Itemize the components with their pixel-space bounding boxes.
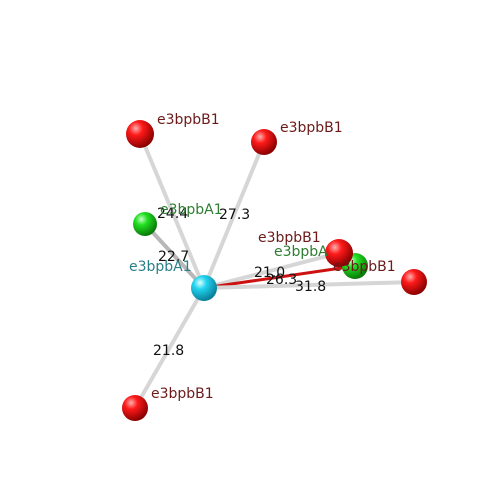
- atom-red-n6[interactable]: [401, 269, 427, 295]
- atom-label-n4: e3bpbB1: [258, 230, 321, 246]
- atom-label-n7: e3bpbB1: [151, 386, 214, 402]
- distance-label: 21.8: [153, 343, 184, 359]
- distance-labels: 24.4 27.3 22.7 21.0 26.3 31.8 21.8: [153, 206, 326, 359]
- bonds: [133, 133, 415, 409]
- distance-label: 21.0: [254, 265, 285, 281]
- atoms[interactable]: [122, 120, 427, 421]
- bond-n2: [202, 141, 266, 289]
- atom-red-n2[interactable]: [251, 129, 277, 155]
- atom-label-n5: e3bpbA: [274, 244, 328, 260]
- distance-label: 26.3: [266, 272, 297, 288]
- bond-n5: [203, 264, 356, 290]
- distance-label: 22.7: [158, 249, 189, 265]
- atom-red-n1[interactable]: [126, 120, 154, 148]
- atom-label-n2: e3bpbB1: [280, 120, 343, 136]
- bond-n7: [133, 287, 206, 409]
- atom-red-n7[interactable]: [122, 395, 148, 421]
- distance-label: 27.3: [219, 207, 250, 223]
- bond-n3: [143, 222, 206, 290]
- bond-n4: [203, 251, 340, 290]
- atom-label-center: e3bpbA1: [129, 259, 192, 275]
- distance-label: 24.4: [157, 206, 188, 222]
- distance-label: 31.8: [295, 279, 326, 295]
- atom-green-n3[interactable]: [133, 212, 157, 236]
- atom-red-n4[interactable]: [325, 239, 353, 267]
- atom-label-n6: e3bpbB1: [333, 259, 396, 275]
- bond-n6: [203, 280, 415, 290]
- bond-n1: [138, 133, 206, 289]
- atom-label-n1: e3bpbB1: [157, 112, 220, 128]
- atom-label-n3: e3bpbA1: [160, 202, 223, 218]
- atom-cyan-center[interactable]: [191, 275, 217, 301]
- atom-labels: e3bpbB1 e3bpbB1 e3bpbA1 e3bpbB1 e3bpbA e…: [129, 112, 396, 402]
